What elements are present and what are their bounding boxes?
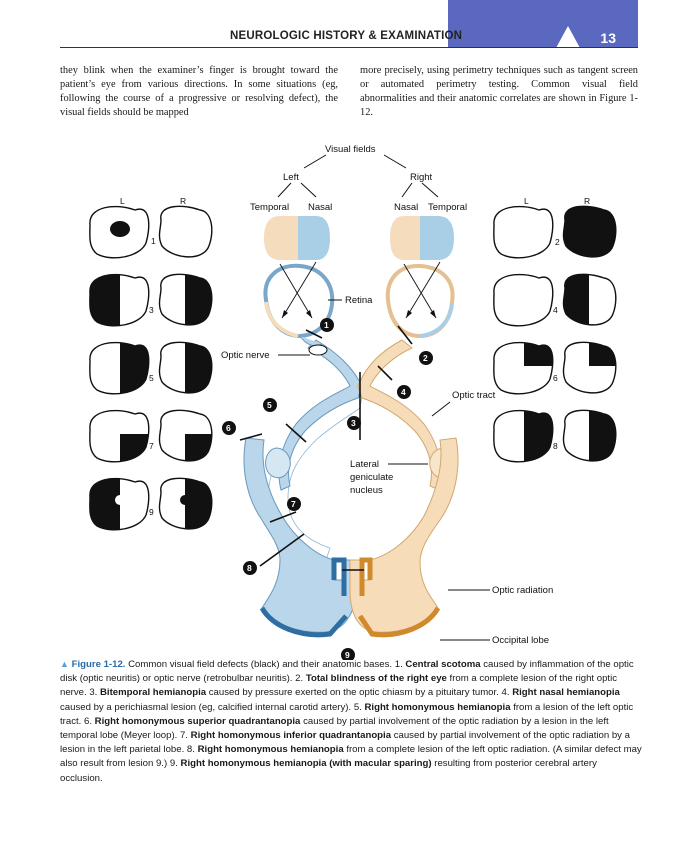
field-number-4: 4	[553, 305, 558, 315]
label-left: Left	[283, 172, 299, 183]
label-lgn-3: nucleus	[350, 485, 383, 496]
caption-text-8: from a complete lesion of the left optic…	[60, 744, 642, 770]
label-visual-fields: Visual fields	[325, 144, 376, 155]
field-number-2: 2	[555, 237, 560, 247]
label-nasal-right: Nasal	[394, 202, 418, 213]
label-nasal-left: Nasal	[308, 202, 332, 213]
eye-header-l-right: L	[524, 196, 529, 206]
caption-term-2: Total blindness of the right eye	[305, 673, 447, 685]
caption-term-3: Bitemporal hemianopia	[100, 687, 207, 699]
label-optic-radiation: Optic radiation	[492, 585, 553, 596]
label-occipital-lobe: Occipital lobe	[492, 635, 549, 646]
label-temporal-right: Temporal	[428, 202, 467, 213]
label-lgn-2: geniculate	[350, 472, 393, 483]
body-text-right: more precisely, using perimetry techniqu…	[360, 65, 638, 118]
lesion-marker-5: 5	[263, 398, 277, 412]
lesion-marker-7: 7	[287, 497, 301, 511]
field-pair-1: 1	[89, 205, 213, 259]
running-title: NEUROLOGIC HISTORY & EXAMINATION	[230, 30, 463, 42]
figure-caption: ▲ Figure 1-12. Common visual field defec…	[60, 657, 642, 786]
field-pair-8: 8	[493, 409, 617, 463]
label-lgn-1: Lateral	[350, 459, 379, 470]
eye-header-l: L	[120, 196, 125, 206]
lesion-number-3: 3	[351, 418, 356, 428]
lesion-number-7: 7	[291, 499, 296, 509]
lesion-number-9: 9	[345, 650, 350, 660]
visual-pathway-figure: L R 1 3 5 7	[89, 144, 617, 660]
caption-text-1: caused by inflammation of the optic disk…	[60, 659, 634, 685]
field-pair-6: 6	[493, 341, 617, 395]
lesion-lines	[239, 325, 413, 571]
label-retina: Retina	[345, 295, 373, 306]
right-eye-field	[390, 216, 454, 260]
caption-text-7: caused by partial involvement of the opt…	[60, 730, 630, 756]
caption-intro: Common visual field defects (black) and …	[125, 659, 406, 670]
field-number-7: 7	[149, 441, 154, 451]
lesion-number-5: 5	[267, 400, 272, 410]
figure-label: Figure 1-12.	[71, 659, 126, 670]
lesion-marker-3: 3	[347, 416, 361, 430]
label-optic-nerve: Optic nerve	[221, 350, 270, 361]
lesion-number-1: 1	[324, 320, 329, 330]
caption-term-9: Right homonymous hemianopia (with macula…	[180, 758, 432, 770]
right-eye	[385, 261, 455, 339]
field-pair-5: 5	[89, 341, 213, 395]
lesion-number-2: 2	[423, 353, 428, 363]
tab-triangle-icon	[556, 26, 580, 48]
field-number-9: 9	[149, 507, 154, 517]
page-number: 13	[600, 30, 616, 46]
caption-term-5: Right homonymous hemianopia	[364, 701, 511, 713]
lesion-number-4: 4	[401, 387, 406, 397]
eye-header-r: R	[180, 196, 186, 206]
lesion-marker-2: 2	[419, 351, 433, 365]
eye-header-r-right: R	[584, 196, 590, 206]
caption-term-7: Right homonymous inferior quadrantanopia	[190, 730, 392, 742]
caption-text-6: caused by partial involvement of the opt…	[60, 715, 609, 742]
field-number-1: 1	[151, 236, 156, 246]
label-temporal-left: Temporal	[250, 202, 289, 213]
left-visual-pathway	[243, 339, 365, 638]
lesion-marker-1: 1	[320, 318, 334, 332]
caption-term-8: Right homonymous hemianopia	[197, 744, 344, 756]
caption-text-2: from a complete lesion of the right opti…	[60, 673, 617, 699]
field-pair-7: 7	[89, 409, 213, 463]
body-text-left: they blink when the examiner’s finger is…	[60, 65, 338, 118]
left-field-column: L R 1 3 5 7	[89, 196, 213, 531]
field-number-3: 3	[149, 305, 154, 315]
caption-term-6: Right homonymous superior quadrantanopia	[94, 715, 301, 727]
label-right: Right	[410, 172, 433, 183]
field-pair-9: 9	[89, 477, 213, 531]
right-visual-pathway	[349, 339, 459, 638]
left-eye-field	[264, 216, 330, 260]
caption-text-4: caused by a perichiasmal lesion (eg, cal…	[60, 701, 365, 713]
caption-term-4: Right nasal hemianopia	[512, 687, 620, 699]
page-tab: 13	[448, 0, 638, 48]
label-optic-tract: Optic tract	[452, 390, 496, 401]
field-pair-4: 4	[493, 273, 617, 327]
right-field-column: L R 2 4 6 8	[493, 196, 617, 463]
field-number-8: 8	[553, 441, 558, 451]
caption-triangle-icon: ▲	[60, 659, 69, 669]
lesion-marker-6: 6	[222, 421, 236, 435]
field-pair-3: 3	[89, 273, 213, 327]
field-number-5: 5	[149, 373, 154, 383]
lesion-number-8: 8	[247, 563, 252, 573]
caption-text-3: caused by pressure exerted on the optic …	[206, 687, 513, 699]
lesion-marker-8: 8	[243, 561, 257, 575]
left-eye	[263, 261, 335, 347]
caption-text-9: resulting from posterior cerebral artery…	[60, 758, 597, 784]
caption-text-5: from a lesion of the left optic tract. 6…	[60, 701, 634, 727]
field-number-6: 6	[553, 373, 558, 383]
lesion-marker-4: 4	[397, 385, 411, 399]
caption-term-1: Central scotoma	[405, 659, 481, 670]
lesion-number-6: 6	[226, 423, 231, 433]
field-pair-2: 2	[493, 205, 617, 259]
header-rule	[60, 47, 638, 48]
lesion-marker-9: 9	[341, 648, 355, 660]
